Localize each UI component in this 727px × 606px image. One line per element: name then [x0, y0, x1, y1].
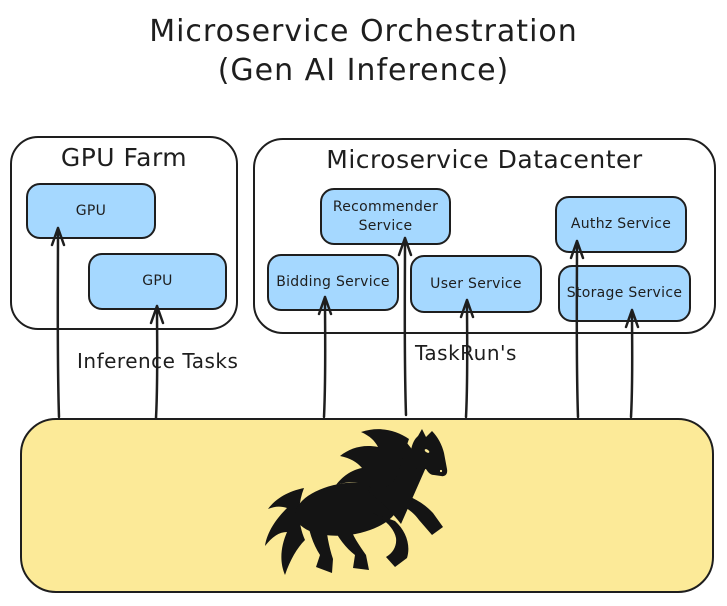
gpu-farm-group: GPU Farm GPU GPU	[10, 136, 238, 330]
page-title-line1: Microservice Orchestration	[149, 14, 578, 49]
node-bidding-service: Bidding Service	[267, 254, 399, 311]
datacenter-group: Microservice Datacenter Recommender Serv…	[253, 138, 716, 334]
node-gpu-2: GPU	[88, 253, 227, 310]
node-recommender-service: Recommender Service	[320, 188, 451, 245]
node-gpu-1: GPU	[26, 183, 156, 239]
node-user-service-label: User Service	[430, 275, 522, 292]
node-bidding-service-label: Bidding Service	[276, 274, 390, 291]
page-title-line2: (Gen AI Inference)	[217, 53, 510, 88]
inference-tasks-label: Inference Tasks	[77, 349, 239, 373]
node-storage-service: Storage Service	[558, 265, 691, 322]
node-authz-service-label: Authz Service	[570, 216, 672, 233]
node-gpu-2-label: GPU	[142, 273, 173, 290]
node-user-service: User Service	[410, 255, 542, 313]
taskruns-label: TaskRun's	[415, 341, 517, 365]
node-authz-service: Authz Service	[555, 196, 687, 253]
galloping-horse-icon	[265, 429, 448, 575]
node-gpu-1-label: GPU	[75, 202, 107, 219]
node-storage-service-label: Storage Service	[566, 285, 683, 302]
datacenter-title: Microservice Datacenter	[326, 145, 643, 174]
node-recommender-service-label: Recommender Service	[332, 199, 439, 234]
gpu-farm-title: GPU Farm	[60, 143, 188, 172]
